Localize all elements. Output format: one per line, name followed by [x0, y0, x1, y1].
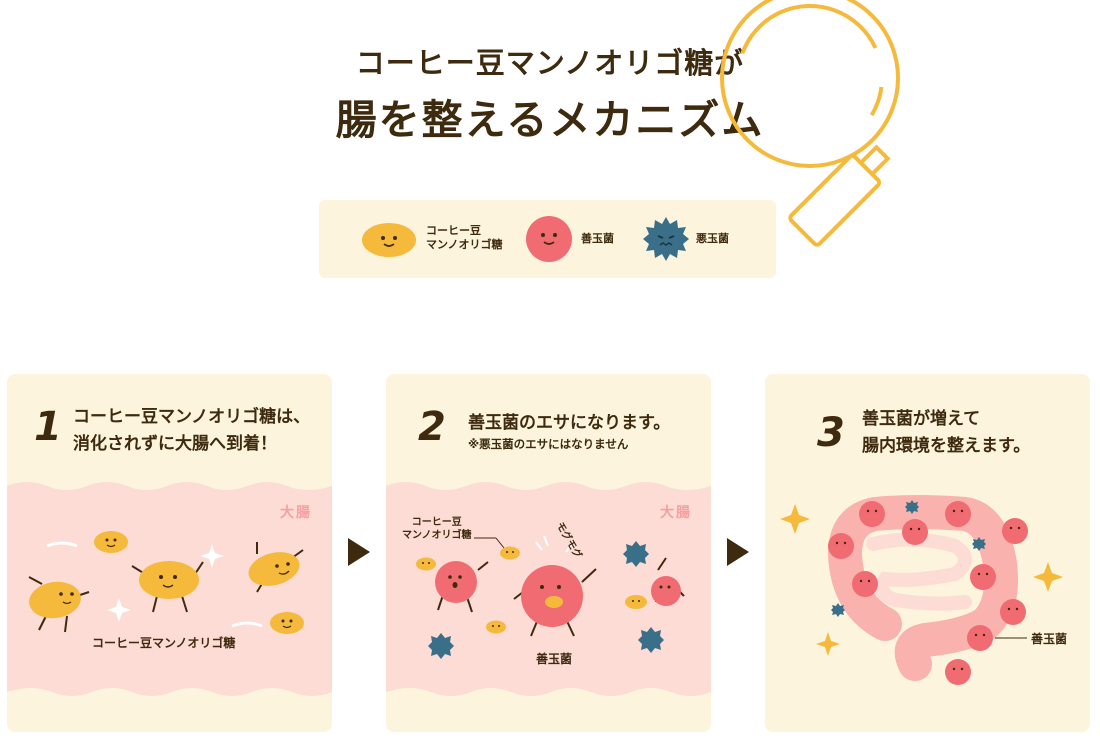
- next-arrow-icon: [727, 538, 749, 566]
- legend: コーヒー豆マンノオリゴ糖 善玉菌 悪玉菌: [319, 200, 776, 278]
- good-bacteria-icon: [945, 501, 971, 527]
- oligosaccharide-icon: [270, 612, 304, 634]
- oligosaccharide-icon: [248, 542, 304, 593]
- oligosaccharide-icon: [94, 531, 128, 553]
- good-bacteria-icon: [859, 501, 885, 527]
- oligo-callout: コーヒー豆マンノオリゴ糖: [402, 517, 472, 541]
- bad-bacteria-icon: [905, 500, 919, 514]
- step-number: 1: [34, 404, 62, 450]
- step-number: 2: [418, 404, 446, 450]
- good-bacteria-caption: 善玉菌: [536, 652, 573, 666]
- good-bacteria-icon: [435, 561, 489, 613]
- good-bacteria-icon: [513, 535, 597, 637]
- step-note: ※悪玉菌のエサにはなりません: [468, 437, 629, 451]
- good-bacteria-icon: [1002, 518, 1028, 544]
- large-intestine-badge: 大腸: [280, 505, 312, 521]
- intestine-background: [386, 482, 711, 696]
- oligosaccharide-icon: [416, 557, 436, 571]
- good-bacteria-icon: [945, 659, 971, 685]
- good-bacteria-caption: 善玉菌: [1031, 632, 1068, 646]
- step-title: コーヒー豆マンノオリゴ糖は、消化されずに大腸へ到着！: [73, 407, 311, 454]
- next-arrow-icon: [348, 538, 370, 566]
- bad-bacteria-icon: [972, 537, 986, 551]
- bad-bacteria-icon: [638, 627, 664, 653]
- step-title: 善玉菌が増えて腸内環境を整えます。: [862, 409, 1031, 456]
- oligosaccharide-icon: [625, 595, 647, 609]
- bad-bacteria-icon: [623, 541, 649, 567]
- intestine-background: [7, 482, 332, 696]
- large-intestine-badge: 大腸: [660, 505, 692, 521]
- legend-label-bad: 悪玉菌: [696, 232, 729, 245]
- good-bacteria-icon: [526, 216, 572, 262]
- oligosaccharide-icon: [362, 223, 416, 257]
- good-bacteria-icon: [902, 519, 928, 545]
- title-line-1: コーヒー豆マンノオリゴ糖が: [355, 46, 745, 80]
- oligosaccharide-icon: [500, 546, 520, 560]
- good-bacteria-icon: [967, 625, 993, 651]
- good-bacteria-icon: [828, 533, 854, 559]
- oligo-caption: コーヒー豆マンノオリゴ糖: [92, 636, 236, 650]
- good-bacteria-icon: [852, 571, 878, 597]
- bad-bacteria-icon: [643, 217, 689, 261]
- step-number: 3: [817, 410, 845, 456]
- step-title: 善玉菌のエサになります。: [468, 413, 671, 433]
- intestine-illustration: [780, 495, 1063, 685]
- legend-label-good: 善玉菌: [581, 232, 614, 245]
- step-panel-1: 1 コーヒー豆マンノオリゴ糖は、消化されずに大腸へ到着！ 大腸 コーヒー豆マンノ…: [7, 374, 332, 732]
- oligosaccharide-icon: [28, 576, 90, 633]
- step-panel-2: 2 善玉菌のエサになります。 ※悪玉菌のエサにはなりません 大腸 コーヒー豆マン…: [386, 374, 711, 732]
- bad-bacteria-icon: [831, 603, 845, 617]
- bad-bacteria-icon: [428, 633, 454, 659]
- good-bacteria-icon: [1000, 599, 1026, 625]
- good-bacteria-icon: [651, 557, 685, 606]
- oligosaccharide-icon: [131, 561, 204, 613]
- good-bacteria-icon: [970, 564, 996, 590]
- step-panel-3: 3 善玉菌が増えて腸内環境を整えます。 善玉菌: [765, 374, 1090, 732]
- oligosaccharide-icon: [486, 620, 506, 634]
- legend-label-oligo: コーヒー豆マンノオリゴ糖: [426, 224, 503, 251]
- title-line-2: 腸を整えるメカニズム: [335, 96, 765, 144]
- magnifying-glass-icon: [720, 0, 900, 247]
